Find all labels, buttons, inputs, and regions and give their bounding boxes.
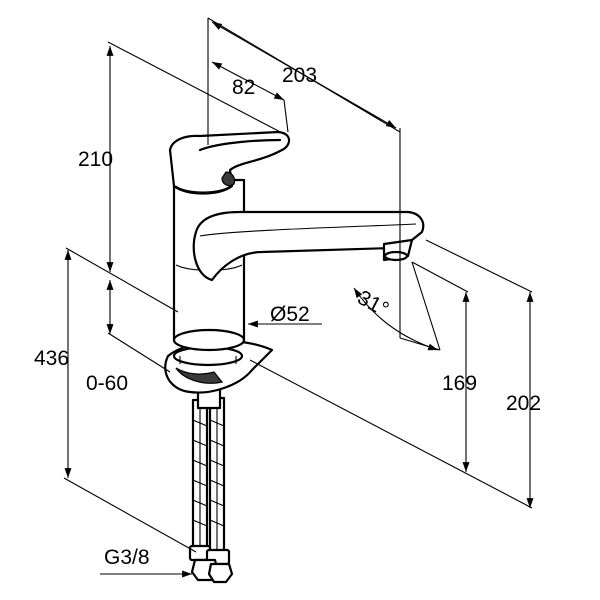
- label-436: 436: [34, 347, 69, 370]
- faucet-spout: [192, 210, 425, 282]
- supply-hoses: [188, 396, 234, 584]
- dim-line-203: [211, 21, 397, 129]
- label-210: 210: [78, 148, 113, 171]
- dim-line-82: [211, 61, 285, 101]
- label-202: 202: [506, 392, 541, 415]
- label-g3-8: G3/8: [104, 546, 150, 569]
- lever-handle: [168, 130, 291, 195]
- label-0-60: 0-60: [86, 372, 128, 395]
- label-203: 203: [282, 64, 317, 87]
- faucet-illustration: [164, 130, 425, 584]
- label-82: 82: [232, 76, 255, 99]
- dimension-lines: [63, 17, 534, 578]
- label-169: 169: [442, 372, 477, 395]
- label-diameter-52: Ø52: [270, 303, 310, 326]
- label-31-degrees: 31°: [354, 286, 393, 321]
